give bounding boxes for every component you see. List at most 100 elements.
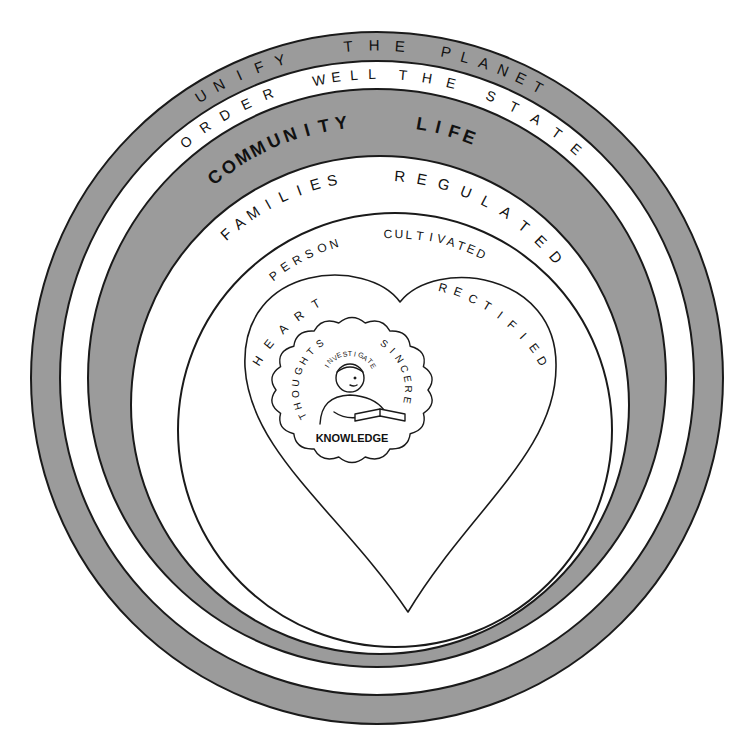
- letter: I: [428, 231, 433, 243]
- letter: E: [262, 337, 276, 351]
- heart-shape: THOUGHTS SINCEREINVESTIGATEKNOWLEDGEHEAR…: [240, 262, 560, 612]
- letter: E: [395, 38, 406, 54]
- letter: H: [421, 70, 433, 85]
- ring-label: FAMILIES REGULATED: [216, 165, 567, 267]
- letter: I: [263, 197, 274, 212]
- letter: E: [461, 127, 479, 148]
- letter: S: [379, 338, 390, 350]
- letter: C: [384, 228, 393, 240]
- letter: L: [406, 228, 414, 240]
- letter: I: [354, 350, 357, 357]
- letter: S: [303, 247, 315, 261]
- letter: R: [261, 86, 275, 103]
- letter: H: [369, 37, 380, 52]
- letter: E: [526, 341, 540, 355]
- letter: D: [217, 106, 233, 123]
- letter: I: [433, 118, 442, 137]
- letter: U: [291, 378, 302, 386]
- letter: L: [350, 68, 359, 83]
- letter: Y: [273, 51, 287, 68]
- outer-ring: THOUGHTS SINCEREINVESTIGATEKNOWLEDGEHEAR…: [30, 31, 724, 725]
- letter: H: [298, 355, 310, 366]
- letter: T: [317, 116, 331, 136]
- letter: D: [547, 248, 565, 266]
- state-ring: THOUGHTS SINCEREINVESTIGATEKNOWLEDGEHEAR…: [59, 60, 695, 696]
- letter: E: [532, 232, 550, 250]
- letter: L: [459, 49, 471, 66]
- letter: H: [250, 354, 265, 368]
- ring-label: UNIFY THE PLANET: [190, 35, 549, 107]
- letter: N: [328, 237, 340, 251]
- letter: A: [528, 110, 543, 127]
- letter: C: [466, 291, 479, 306]
- ring-label: HEART RECTIFIED: [249, 279, 551, 369]
- letter: U: [458, 183, 474, 201]
- letter: G: [437, 175, 452, 193]
- letter: E: [331, 69, 342, 84]
- letter: S: [342, 350, 348, 358]
- letter: T: [549, 125, 564, 141]
- ring-label: COMMUNITY LIFE: [202, 110, 482, 190]
- letter: S: [484, 88, 498, 104]
- letter: P: [267, 268, 281, 282]
- ring-label: PERSON CULTIVATED: [266, 226, 489, 284]
- letter: A: [497, 203, 514, 221]
- letter: I: [295, 182, 304, 198]
- letter: O: [315, 241, 328, 256]
- letter: O: [291, 390, 302, 399]
- letter: G: [293, 366, 305, 377]
- letter: H: [292, 401, 304, 411]
- letter: R: [394, 168, 406, 184]
- letter: N: [211, 75, 228, 93]
- letter: N: [393, 353, 405, 365]
- letter: E: [279, 260, 292, 274]
- letter: I: [518, 331, 529, 342]
- letter: S: [314, 338, 325, 350]
- letter: I: [234, 67, 244, 82]
- letter: F: [446, 121, 462, 141]
- letter: N: [281, 124, 299, 145]
- letter: E: [402, 396, 413, 404]
- letter: L: [276, 188, 290, 205]
- letter: T: [348, 349, 352, 356]
- letter: I: [302, 120, 312, 139]
- letter: E: [568, 140, 584, 157]
- letter: T: [343, 38, 353, 54]
- reader-figure: [320, 364, 405, 424]
- letter: M: [244, 203, 263, 222]
- letter: F: [505, 318, 518, 332]
- letter: Y: [334, 113, 348, 132]
- letter: L: [479, 192, 493, 209]
- letter: W: [311, 71, 327, 87]
- person-circle: THOUGHTS SINCEREINVESTIGATEKNOWLEDGEHEAR…: [177, 212, 613, 648]
- letter: U: [394, 228, 403, 240]
- letter: T: [481, 299, 493, 313]
- letter: D: [474, 247, 487, 262]
- letter: T: [416, 229, 425, 242]
- letter: T: [399, 68, 409, 83]
- letter: R: [292, 308, 306, 323]
- letter: D: [535, 354, 550, 368]
- letter: F: [218, 225, 235, 242]
- letter: R: [438, 281, 449, 295]
- ring-label: INVESTIGATE: [322, 348, 378, 370]
- community-ring: THOUGHTS SINCEREINVESTIGATEKNOWLEDGEHEAR…: [87, 88, 667, 668]
- letter: A: [477, 54, 491, 71]
- letter: E: [416, 171, 429, 188]
- letter: T: [297, 411, 309, 421]
- letter: I: [388, 346, 397, 355]
- letter: A: [276, 322, 290, 336]
- letter: F: [252, 58, 266, 75]
- letter: N: [495, 61, 511, 79]
- letter: E: [401, 374, 412, 383]
- letter: V: [436, 233, 447, 247]
- letter: L: [368, 67, 376, 81]
- ring-label: KNOWLEDGE: [316, 432, 389, 445]
- letter: C: [398, 363, 410, 374]
- letter: S: [326, 172, 339, 189]
- letter: T: [531, 78, 546, 96]
- letter: O: [177, 133, 194, 151]
- letter: A: [446, 235, 457, 249]
- letter: E: [444, 75, 456, 91]
